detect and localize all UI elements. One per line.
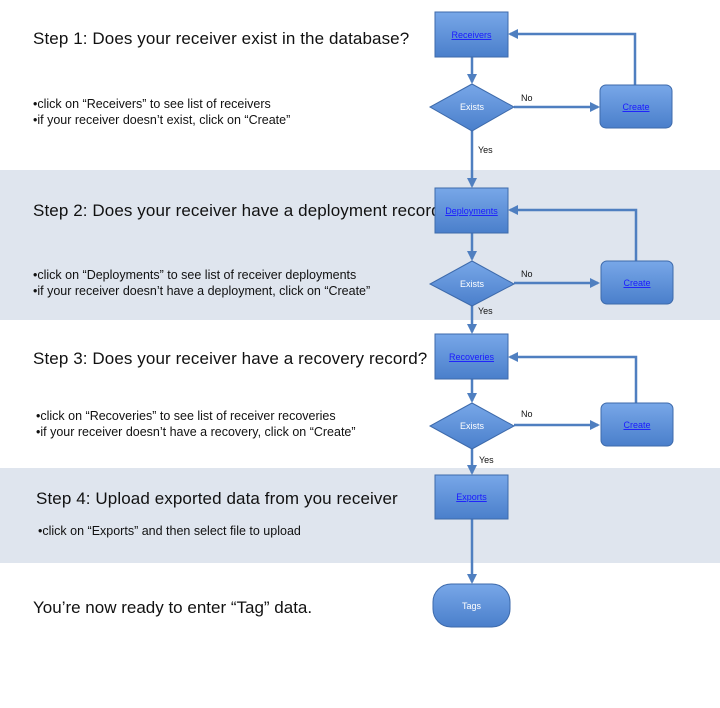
exports-box[interactable]: Exports <box>434 474 509 520</box>
create-link-3[interactable]: Create <box>623 420 650 430</box>
step2-bullet-2: •if your receiver doesn’t have a deploym… <box>33 284 371 298</box>
create-box-2[interactable]: Create <box>600 260 674 305</box>
create-box-1[interactable]: Create <box>599 84 673 129</box>
edge-create3-recoveries <box>508 352 638 403</box>
recoveries-link[interactable]: Recoveries <box>449 352 495 362</box>
exists-decision-2: Exists <box>428 260 516 307</box>
no-label-1: No <box>521 93 533 103</box>
create-link-1[interactable]: Create <box>622 102 649 112</box>
deployments-box[interactable]: Deployments <box>434 187 509 234</box>
yes-label-3: Yes <box>479 455 494 465</box>
exists-decision-1: Exists <box>428 83 516 132</box>
step1-bullet-1: •click on “Receivers” to see list of rec… <box>33 97 271 111</box>
step4-title: Step 4: Upload exported data from you re… <box>36 489 398 508</box>
step2-bullet-1: •click on “Deployments” to see list of r… <box>33 268 357 282</box>
tags-terminal: Tags <box>432 583 511 628</box>
no-label-2: No <box>521 269 533 279</box>
step3-bullet-2: •if your receiver doesn’t have a recover… <box>36 425 356 439</box>
edge-create1-receivers <box>508 29 637 85</box>
exists-label-2: Exists <box>460 279 485 289</box>
step1-title: Step 1: Does your receiver exist in the … <box>33 29 410 48</box>
step2-title: Step 2: Does your receiver have a deploy… <box>33 201 451 220</box>
deployments-link[interactable]: Deployments <box>445 206 498 216</box>
exists-label-1: Exists <box>460 102 485 112</box>
yes-label-1: Yes <box>478 145 493 155</box>
recoveries-box[interactable]: Recoveries <box>434 333 509 380</box>
exists-label-3: Exists <box>460 421 485 431</box>
create-link-2[interactable]: Create <box>623 278 650 288</box>
step3-title: Step 3: Does your receiver have a recove… <box>33 349 428 368</box>
no-label-3: No <box>521 409 533 419</box>
step4-bullet-1: •click on “Exports” and then select file… <box>38 524 301 538</box>
tags-label: Tags <box>462 601 482 611</box>
step4-band <box>0 468 720 563</box>
exports-link[interactable]: Exports <box>456 492 487 502</box>
receivers-link[interactable]: Receivers <box>451 30 492 40</box>
final-message: You’re now ready to enter “Tag” data. <box>33 598 313 617</box>
create-box-3[interactable]: Create <box>600 402 674 447</box>
step3-bullet-1: •click on “Recoveries” to see list of re… <box>36 409 336 423</box>
edge-create2-deployments <box>508 205 638 261</box>
exists-decision-3: Exists <box>428 402 516 450</box>
receivers-box[interactable]: Receivers <box>434 11 509 58</box>
step2-band <box>0 170 720 320</box>
step1-bullet-2: •if your receiver doesn’t exist, click o… <box>33 113 291 127</box>
yes-label-2: Yes <box>478 306 493 316</box>
